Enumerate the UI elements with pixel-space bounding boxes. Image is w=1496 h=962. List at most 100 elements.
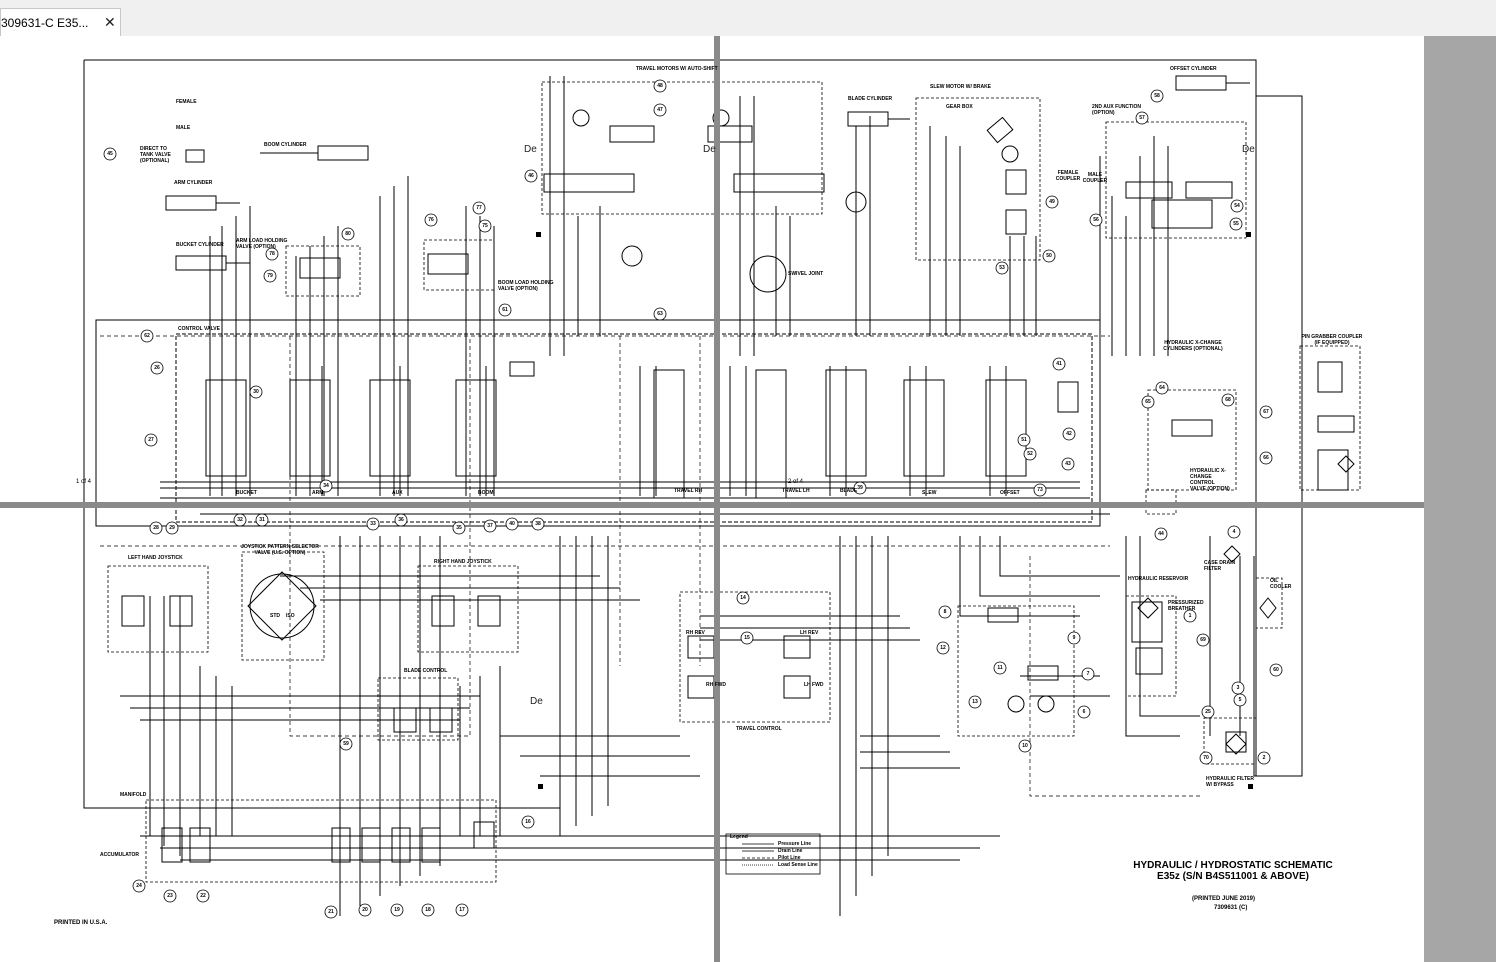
label-blade-cylinder: BLADE CYLINDER xyxy=(848,96,893,102)
balloon-number: 2 xyxy=(1262,755,1266,761)
label-swivel-joint: SWIVEL JOINT xyxy=(788,271,824,277)
balloon-number: 77 xyxy=(476,205,482,211)
label-right-joystick: RIGHT HAND JOYSTICK xyxy=(434,559,492,565)
label-male-coupler: MALE COUPLER xyxy=(1082,172,1108,184)
label-boom: BOOM xyxy=(478,490,494,496)
balloon-number: 68 xyxy=(1225,397,1231,403)
hydraulic-schematic xyxy=(83,59,1361,919)
label-boom-cylinder: BOOM CYLINDER xyxy=(264,142,307,148)
balloon-number: 22 xyxy=(200,893,206,899)
balloon-number: 1 xyxy=(1188,613,1192,619)
document-number: 7309631 (C) xyxy=(1214,905,1248,911)
pressure-lines xyxy=(120,76,1255,916)
balloon-number: 24 xyxy=(136,883,142,889)
label-slew: SLEW xyxy=(922,490,937,496)
balloon-number: 4 xyxy=(1232,529,1236,535)
balloon-number: 63 xyxy=(657,311,663,317)
label-xchange-valve: HYDRAULIC X-CHANGE CONTROL VALVE (OPTION… xyxy=(1190,468,1230,492)
legend-item: Pilot Line xyxy=(778,855,801,861)
label-accumulator: ACCUMULATOR xyxy=(100,852,139,858)
document-tab[interactable]: 309631-C E35... ✕ xyxy=(0,8,121,36)
balloon-number: 21 xyxy=(328,909,334,915)
balloon-number: 5 xyxy=(1238,697,1242,703)
label-slew-motor: SLEW MOTOR W/ BRAKE xyxy=(930,84,992,90)
balloon-number: 78 xyxy=(269,251,275,257)
frame-lines xyxy=(83,59,1303,809)
balloon-number: 57 xyxy=(1139,115,1145,121)
balloon-number: 73 xyxy=(1037,487,1043,493)
balloon-number: 42 xyxy=(1066,431,1072,437)
label-pin-grabber: PIN GRABBER COUPLER (IF EQUIPPED) xyxy=(1301,334,1363,346)
balloon-number: 33 xyxy=(370,521,376,527)
legend: Legend Pressure Line Drain Line Pilot Li… xyxy=(728,834,820,874)
label-bucket-cylinder: BUCKET CYLINDER xyxy=(176,242,224,248)
balloon-number: 56 xyxy=(1093,217,1099,223)
label-left-joystick: LEFT HAND JOYSTICK xyxy=(128,555,183,561)
close-icon[interactable]: ✕ xyxy=(104,14,116,30)
page-marker-1: 1 of 4 xyxy=(76,479,92,485)
balloon-number: 67 xyxy=(1263,409,1269,415)
balloon-number: 53 xyxy=(999,265,1005,271)
balloon-number: 58 xyxy=(1154,93,1160,99)
vertical-page-divider xyxy=(714,36,720,962)
label-aux: AUX xyxy=(392,490,403,496)
balloon-number: 13 xyxy=(972,699,978,705)
balloon-number: 52 xyxy=(1027,451,1033,457)
legend-box xyxy=(742,843,774,866)
balloon-number: 35 xyxy=(456,525,462,531)
balloon-number: 6 xyxy=(1082,709,1086,715)
label-arm-cylinder: ARM CYLINDER xyxy=(174,180,213,186)
balloon-number: 20 xyxy=(362,907,368,913)
page-marker-2: 2 of 4 xyxy=(788,479,804,485)
balloon-number: 37 xyxy=(487,523,493,529)
label-lh-fwd: LH FWD xyxy=(804,682,824,688)
balloon-number: 47 xyxy=(657,107,663,113)
label-aux-function: 2ND AUX FUNCTION (OPTION) xyxy=(1092,104,1141,116)
balloon-number: 51 xyxy=(1021,437,1027,443)
label-offset-cylinder: OFFSET CYLINDER xyxy=(1170,66,1217,72)
legend-item: Drain Line xyxy=(778,848,803,854)
balloon-number: 17 xyxy=(459,907,465,913)
label-manifold: MANIFOLD xyxy=(120,792,147,798)
watermark-3: De xyxy=(1242,144,1255,155)
document-viewer[interactable]: De De De De 1 of 4 2 of 4 TRAVEL MOTORS … xyxy=(0,36,1496,962)
balloon-number: 66 xyxy=(1263,455,1269,461)
label-travel-lh: TRAVEL LH xyxy=(782,488,810,494)
tab-bar: 309631-C E35... ✕ xyxy=(0,0,1496,37)
balloon-callouts xyxy=(103,79,1283,919)
balloon-number: 32 xyxy=(237,517,243,523)
balloon-number: 43 xyxy=(1065,461,1071,467)
schematic-title: HYDRAULIC / HYDROSTATIC SCHEMATIC E35z (… xyxy=(1108,860,1358,882)
label-case-drain: CASE DRAIN FILTER xyxy=(1204,560,1236,572)
label-arm-load-holding: ARM LOAD HOLDING VALVE (OPTION) xyxy=(236,238,288,250)
label-rh-fwd: RH FWD xyxy=(706,682,726,688)
balloon-number: 64 xyxy=(1159,385,1165,391)
balloon-number: 31 xyxy=(259,517,265,523)
label-blade-control: BLADE CONTROL xyxy=(404,668,448,674)
balloon-number: 16 xyxy=(525,819,531,825)
balloon-number: 75 xyxy=(482,223,488,229)
balloon-number: 41 xyxy=(1056,361,1062,367)
title-line-1: HYDRAULIC / HYDROSTATIC SCHEMATIC xyxy=(1133,860,1333,871)
watermark-1: De xyxy=(524,144,537,155)
balloon-number: 80 xyxy=(345,231,351,237)
tab-title: 309631-C E35... xyxy=(1,16,89,30)
label-travel-motors: TRAVEL MOTORS W/ AUTO-SHIFT xyxy=(636,66,718,72)
balloon-number: 7 xyxy=(1086,671,1090,677)
balloon-number: 10 xyxy=(1022,743,1028,749)
balloon-number: 40 xyxy=(509,521,515,527)
balloon-number: 15 xyxy=(744,635,750,641)
watermark-4: De xyxy=(530,696,543,707)
balloon-number: 14 xyxy=(740,595,746,601)
balloon-number: 50 xyxy=(1046,253,1052,259)
label-female: FEMALE xyxy=(176,99,197,105)
balloon-number: 11 xyxy=(997,665,1003,671)
printed-in: PRINTED IN U.S.A. xyxy=(54,920,108,926)
label-control-valve: CONTROL VALVE xyxy=(178,326,220,332)
label-oil-cooler: OIL COOLER xyxy=(1270,578,1292,590)
balloon-number: 76 xyxy=(428,217,434,223)
small-markers xyxy=(536,232,1253,789)
label-female-coupler: FEMALE COUPLER xyxy=(1055,170,1081,182)
balloon-number: 69 xyxy=(1200,637,1206,643)
title-line-2: E35z (S/N B4S511001 & ABOVE) xyxy=(1157,871,1309,882)
